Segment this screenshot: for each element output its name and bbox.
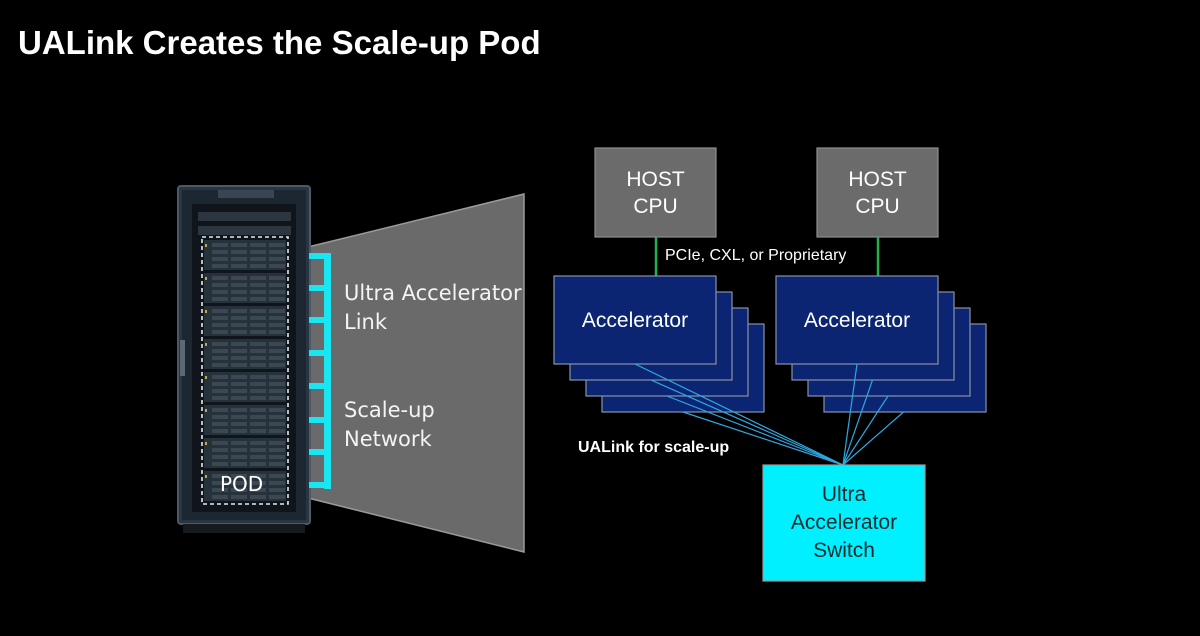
- ualink-label: Ultra Accelerator Link: [344, 279, 522, 337]
- ualink-line: [650, 379, 844, 466]
- ualink-line: [682, 411, 844, 466]
- ualink-label-line1: Ultra Accelerator: [344, 281, 522, 305]
- rack-top-units: [198, 212, 291, 235]
- accelerator-1-label: Accelerator: [581, 308, 689, 332]
- ualink-line: [842, 411, 904, 466]
- accelerator-stack-1: [553, 275, 765, 413]
- host-link-label: PCIe, CXL, or Proprietary: [665, 247, 847, 264]
- host-cpu-box-1: [594, 147, 717, 238]
- ualink-lines: [634, 363, 904, 466]
- bracket-tick: [309, 253, 331, 259]
- host-cpu-1-line1: HOST: [626, 167, 685, 191]
- host-cpu-2-line2: CPU: [855, 194, 900, 218]
- rack-slots: [204, 240, 286, 501]
- scaleup-network-label: Scale-up Network: [344, 396, 435, 454]
- pod-label: POD: [220, 472, 264, 496]
- pod-outline: [201, 236, 289, 505]
- bracket-tick: [309, 383, 331, 389]
- scaleup-label-line1: Scale-up: [344, 398, 435, 422]
- ualink-line: [666, 395, 844, 466]
- accelerator-box: [553, 275, 717, 365]
- host-cpu-2: HOST CPU: [817, 148, 938, 237]
- ualink-scaleup-label: UALink for scale-up: [578, 439, 730, 456]
- switch-label-line1: Ultra: [821, 483, 867, 506]
- host-cpu-2-line1: HOST: [848, 167, 907, 191]
- switch-label-line3: Switch: [813, 539, 875, 562]
- host-cpu-1: HOST CPU: [595, 148, 716, 237]
- ualink-label-line2: Link: [344, 310, 388, 334]
- ualink-line: [842, 379, 874, 466]
- bracket-tick: [309, 449, 331, 455]
- bracket-tick: [309, 482, 331, 488]
- switch-label: Ultra Accelerator Switch: [763, 465, 925, 581]
- ualink-line: [842, 363, 858, 466]
- accelerator-box: [775, 275, 939, 365]
- bracket-tick: [309, 417, 331, 423]
- switch-label-line2: Accelerator: [790, 511, 898, 534]
- ualink-line: [842, 395, 889, 466]
- bracket-tick: [309, 317, 331, 323]
- switch-box: [762, 464, 926, 582]
- bracket-tick: [309, 285, 331, 291]
- slide-title: UALink Creates the Scale-up Pod: [18, 24, 541, 61]
- ualink-bracket: [309, 253, 331, 489]
- bracket-spine: [324, 253, 331, 489]
- accelerator-stack-2: [775, 275, 987, 413]
- host-cpu-1-line2: CPU: [633, 194, 678, 218]
- rack-door-handle: [180, 340, 185, 376]
- accelerator-2-label: Accelerator: [803, 308, 911, 332]
- server-rack: [177, 185, 311, 533]
- bracket-tick: [309, 350, 331, 356]
- ualink-line: [634, 363, 844, 466]
- accelerator-stacks: [553, 275, 987, 413]
- pod-zoom-panel: [307, 193, 525, 553]
- scaleup-label-line2: Network: [344, 427, 432, 451]
- host-cpu-box-2: [816, 147, 939, 238]
